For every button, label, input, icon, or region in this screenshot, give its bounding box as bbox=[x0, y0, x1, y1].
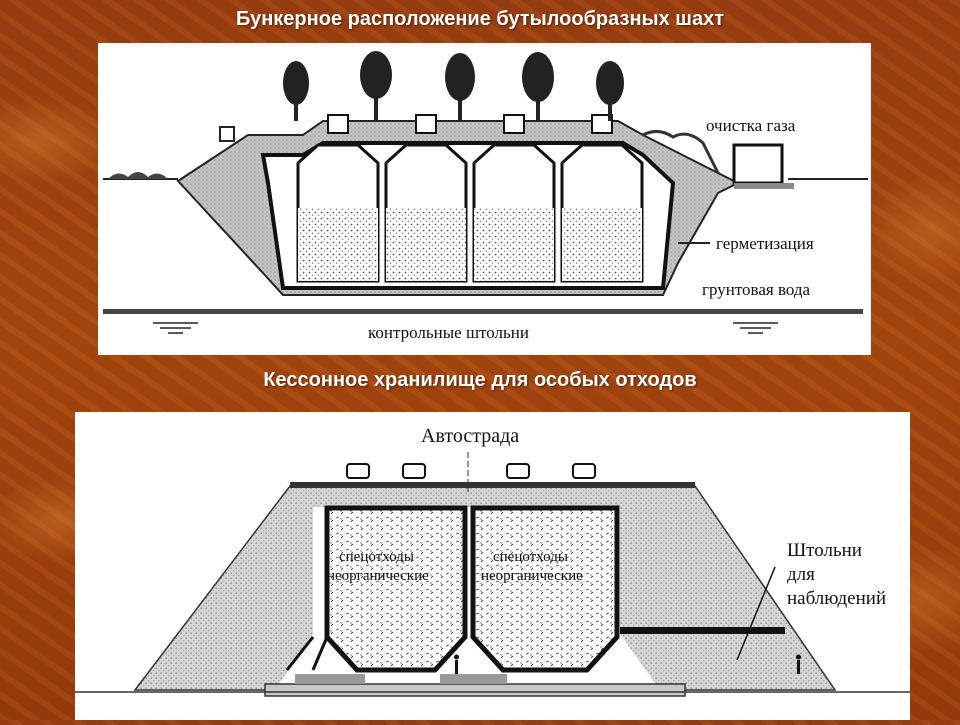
control-adits-label: контрольные штольни bbox=[368, 323, 529, 342]
sealing-label: герметизация bbox=[716, 234, 814, 253]
cars bbox=[346, 463, 596, 479]
support-left bbox=[285, 636, 329, 671]
adits-label-1: Штольни bbox=[787, 540, 862, 561]
adits-label-2: для bbox=[787, 564, 815, 585]
gas-cleaning-unit bbox=[732, 143, 784, 185]
caisson-diagram: Автострада спецотходы неорганические спе… bbox=[75, 425, 910, 697]
shaft-necks bbox=[327, 114, 613, 134]
waste-right-label-1: спецотходы bbox=[493, 549, 568, 565]
waste-left-label-2: неорганические bbox=[327, 568, 429, 584]
water-level-left bbox=[153, 322, 198, 334]
slide-title-top: Бункерное расположение бутылообразных ша… bbox=[235, 8, 725, 30]
bushes-left bbox=[108, 172, 168, 179]
waste-right-label-2: неорганические bbox=[481, 568, 583, 584]
bottle-shafts bbox=[296, 143, 644, 283]
silo-footings bbox=[295, 674, 507, 684]
trees bbox=[283, 51, 624, 121]
caisson-diagram-panel: Автострада спецотходы неорганические спе… bbox=[75, 412, 910, 720]
silo-left bbox=[324, 505, 468, 673]
highway-surface bbox=[290, 482, 695, 488]
adits-label-3: наблюдений bbox=[787, 588, 886, 609]
gas-cleaning-label: очистка газа bbox=[706, 116, 796, 135]
bushes-right bbox=[642, 130, 720, 174]
base-slab bbox=[264, 683, 686, 697]
control-adits-line bbox=[103, 309, 863, 314]
groundwater-label: грунтовая вода bbox=[702, 280, 811, 299]
bunker-diagram-panel: очистка газа герметизация грунтовая вода… bbox=[98, 43, 871, 355]
waste-left-label-1: спецотходы bbox=[339, 549, 414, 565]
silo-right bbox=[470, 505, 620, 673]
adits-leader bbox=[736, 566, 776, 661]
water-level-right bbox=[733, 322, 778, 334]
observation-adit bbox=[620, 627, 785, 634]
bunker-diagram: очистка газа герметизация грунтовая вода… bbox=[103, 51, 868, 342]
highway-label: Автострада bbox=[421, 425, 519, 447]
slide-title-bottom: Кессонное хранилище для особых отходов bbox=[263, 369, 697, 391]
vent-structure bbox=[219, 126, 235, 142]
human-figures bbox=[454, 654, 801, 674]
gas-cleaning-base bbox=[734, 183, 794, 189]
